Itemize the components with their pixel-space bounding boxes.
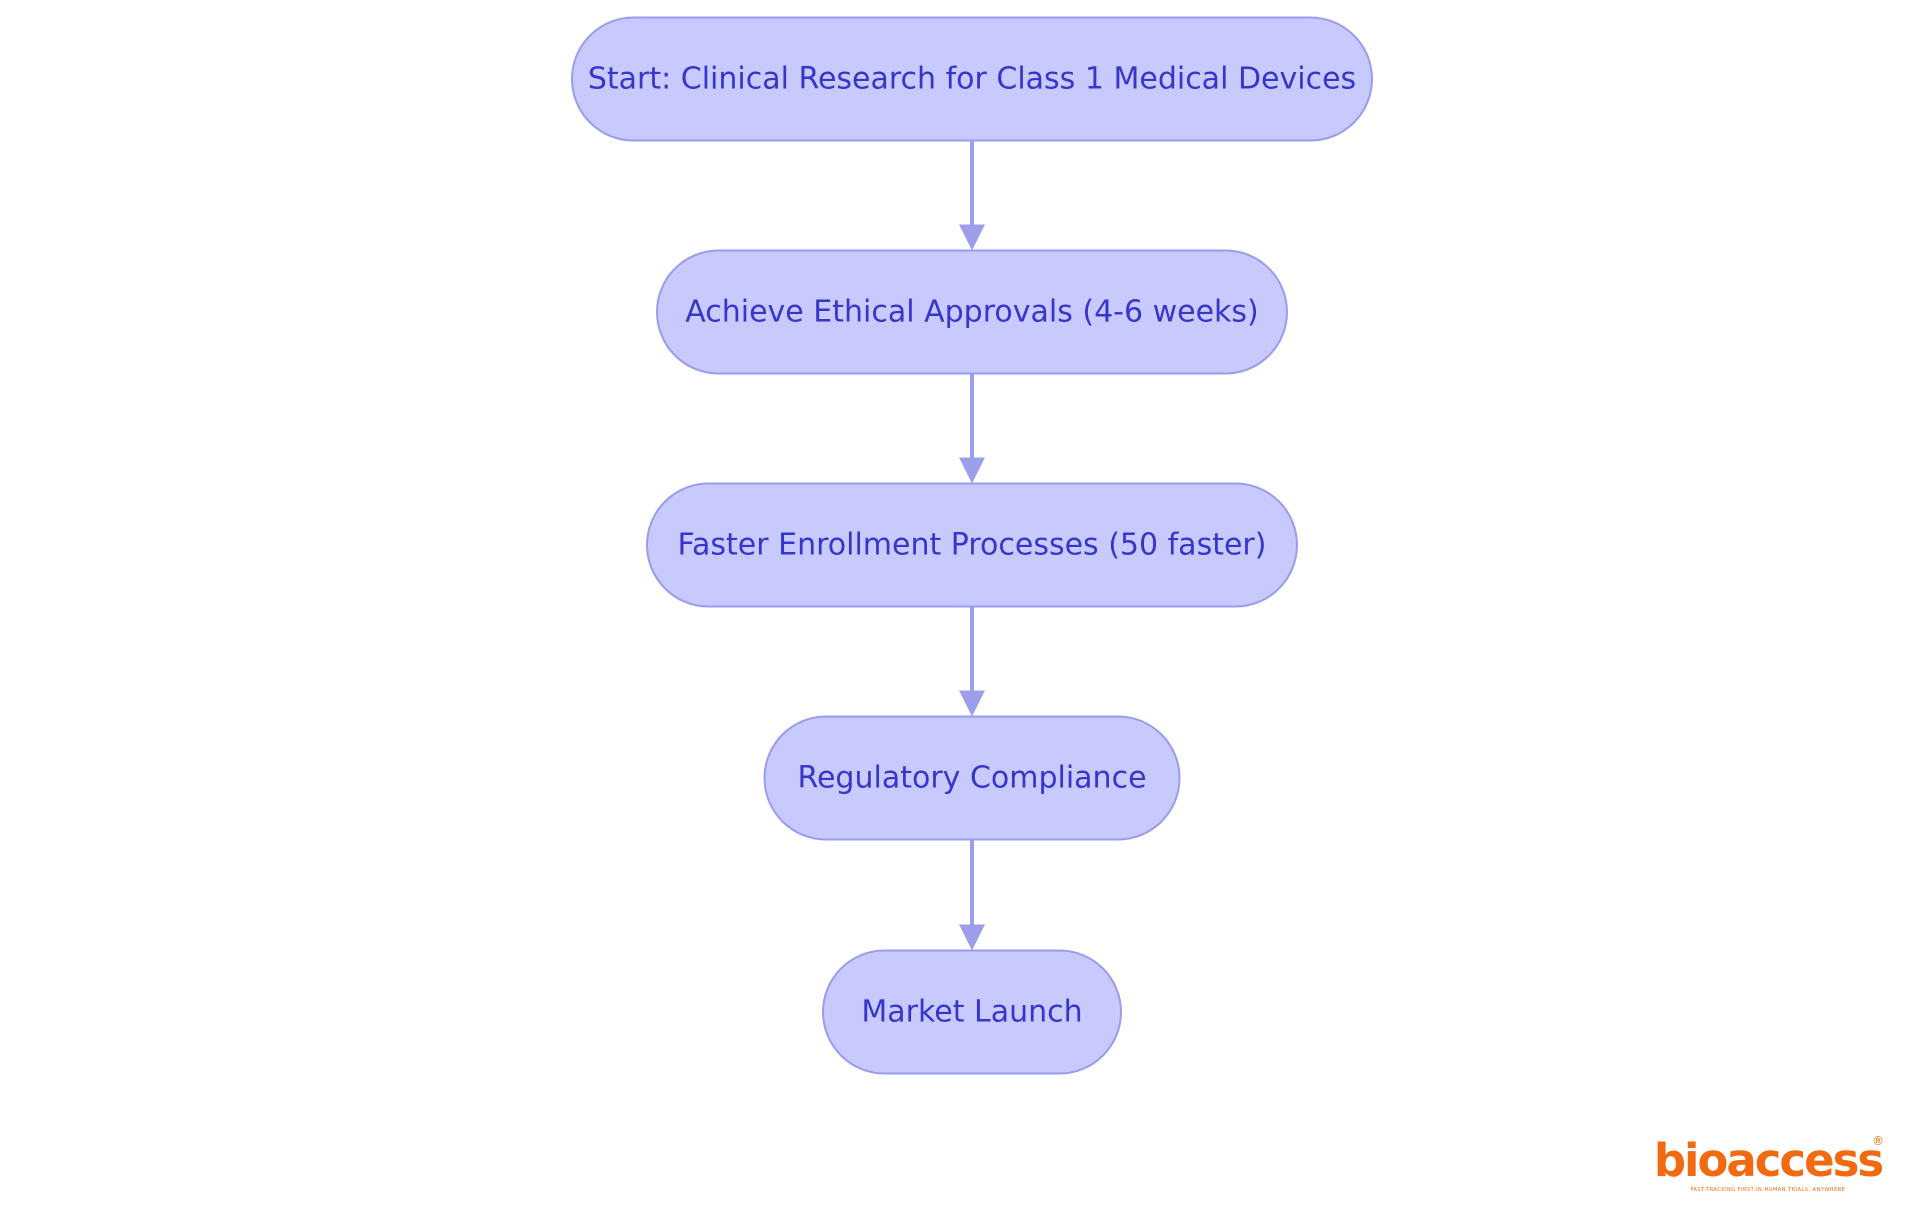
- flow-node-label: Regulatory Compliance: [797, 761, 1146, 796]
- flow-arrow-ethical-to-enrollment: [959, 373, 985, 484]
- flow-arrow-start-to-ethical: [959, 140, 985, 251]
- logo-tagline: FAST-TRACKING FIRST-IN-HUMAN TRIALS, ANY…: [1690, 1187, 1846, 1193]
- flow-arrow-enrollment-to-compliance: [959, 606, 985, 717]
- flow-node-label: Achieve Ethical Approvals (4-6 weeks): [685, 295, 1259, 330]
- flow-node-label: Market Launch: [861, 995, 1082, 1030]
- arrow-head-icon: [959, 224, 985, 251]
- flow-arrow-compliance-to-launch: [959, 839, 985, 951]
- arrow-head-icon: [959, 924, 985, 951]
- flow-edges: [959, 140, 985, 951]
- arrow-head-icon: [959, 690, 985, 717]
- flow-node-box: [822, 949, 1122, 1075]
- logo-registered-mark: ®: [1872, 1134, 1884, 1148]
- flow-node-label: Start: Clinical Research for Class 1 Med…: [588, 62, 1356, 97]
- flow-node-enrollment: Faster Enrollment Processes (50 faster): [646, 482, 1298, 608]
- flow-nodes: Start: Clinical Research for Class 1 Med…: [571, 16, 1373, 1075]
- flow-node-start: Start: Clinical Research for Class 1 Med…: [571, 16, 1373, 142]
- arrow-head-icon: [959, 457, 985, 484]
- flow-node-box: [571, 16, 1373, 142]
- flow-node-box: [646, 482, 1298, 608]
- flow-node-box: [656, 249, 1288, 375]
- flow-node-box: [763, 715, 1181, 841]
- bioaccess-logo: bioaccess ® FAST-TRACKING FIRST-IN-HUMAN…: [1648, 1134, 1888, 1193]
- flow-node-ethical: Achieve Ethical Approvals (4-6 weeks): [656, 249, 1288, 375]
- flow-node-label: Faster Enrollment Processes (50 faster): [678, 528, 1267, 563]
- logo-wordmark: bioaccess: [1653, 1134, 1884, 1187]
- flow-node-launch: Market Launch: [822, 949, 1122, 1075]
- flow-node-compliance: Regulatory Compliance: [763, 715, 1181, 841]
